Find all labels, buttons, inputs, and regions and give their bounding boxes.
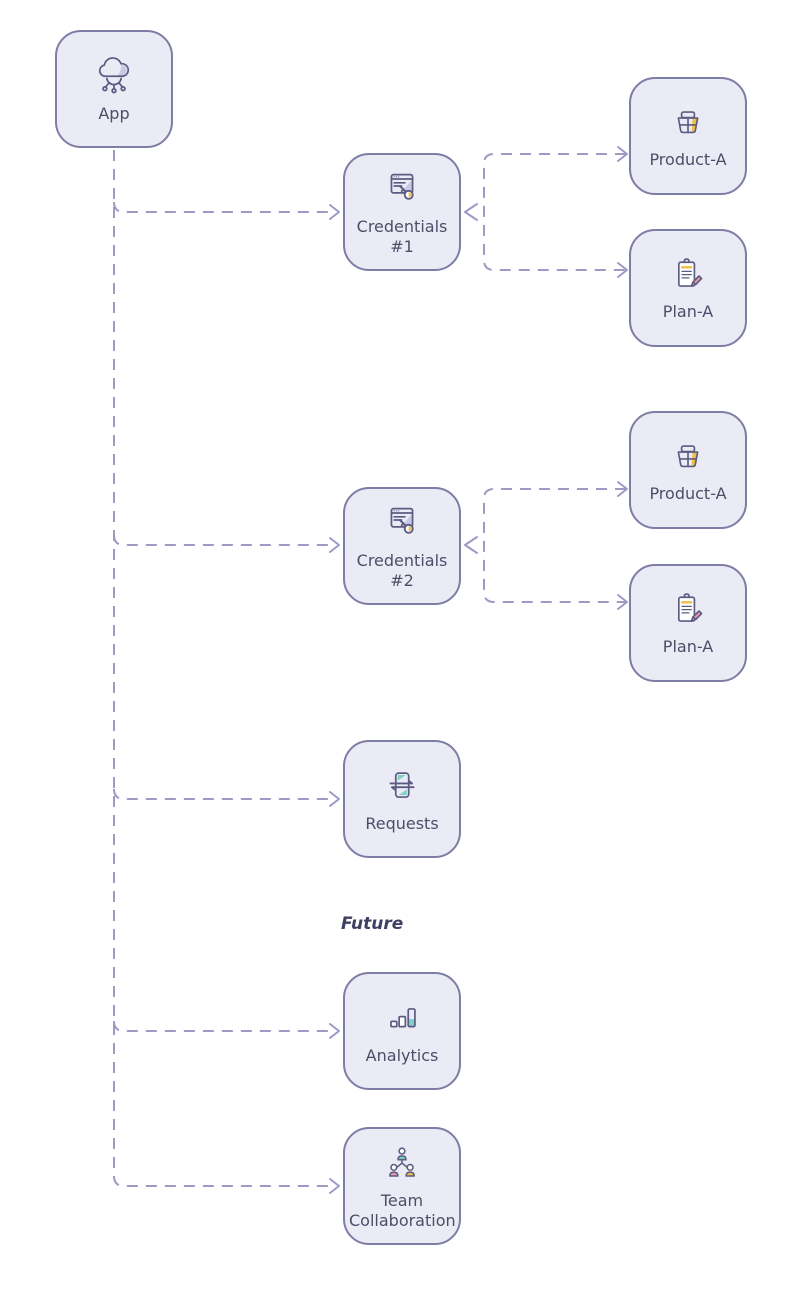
edge-app-credentials1: [113, 201, 329, 213]
clipboard-pencil-icon: [666, 254, 710, 298]
sync-cards-icon: [379, 764, 425, 810]
fork-credentials1: [464, 203, 478, 221]
node-credentials-2-label: Credentials #2: [356, 551, 448, 590]
edge-app-trunk: [113, 150, 329, 1187]
browser-key-icon: [379, 501, 425, 547]
node-app-label: App: [98, 104, 130, 123]
bar-chart-icon: [379, 996, 425, 1042]
edge-app-analytics: [113, 1020, 329, 1032]
edge-credentials2-fanout: [483, 488, 626, 603]
node-credentials-1: Credentials #1: [343, 153, 461, 271]
basket-icon: [666, 102, 710, 146]
team-hierarchy-icon: [379, 1141, 425, 1187]
basket-icon: [666, 436, 710, 480]
edge-app-credentials2: [113, 534, 329, 546]
arrowhead-plan-a1: [617, 262, 628, 278]
node-plan-a-1: Plan-A: [629, 229, 747, 347]
arrowhead-product-a2: [617, 481, 628, 497]
node-requests-label: Requests: [365, 814, 439, 833]
node-requests: Requests: [343, 740, 461, 858]
arrowhead-analytics: [329, 1023, 340, 1039]
node-team-collaboration-label: Team Collaboration: [349, 1191, 456, 1230]
node-analytics: Analytics: [343, 972, 461, 1090]
arrowhead-product-a1: [617, 146, 628, 162]
node-plan-a-2: Plan-A: [629, 564, 747, 682]
node-product-a-2-label: Product-A: [649, 484, 727, 503]
future-heading: Future: [341, 914, 404, 934]
edge-credentials1-fanout: [483, 153, 626, 271]
arrowhead-team: [329, 1178, 340, 1194]
node-app: App: [55, 30, 173, 148]
node-analytics-label: Analytics: [365, 1046, 439, 1065]
node-product-a-1: Product-A: [629, 77, 747, 195]
node-team-collaboration: Team Collaboration: [343, 1127, 461, 1245]
node-product-a-2: Product-A: [629, 411, 747, 529]
arrowhead-plan-a2: [617, 594, 628, 610]
arrowhead-credentials1: [329, 204, 340, 220]
node-plan-a-1-label: Plan-A: [662, 302, 714, 321]
browser-key-icon: [379, 167, 425, 213]
node-product-a-1-label: Product-A: [649, 150, 727, 169]
node-credentials-2: Credentials #2: [343, 487, 461, 605]
arrowhead-requests: [329, 791, 340, 807]
cloud-app-icon: [91, 54, 137, 100]
fork-credentials2: [464, 536, 478, 554]
clipboard-pencil-icon: [666, 589, 710, 633]
edge-app-requests: [113, 788, 329, 800]
node-credentials-1-label: Credentials #1: [356, 217, 448, 256]
arrowhead-credentials2: [329, 537, 340, 553]
node-plan-a-2-label: Plan-A: [662, 637, 714, 656]
